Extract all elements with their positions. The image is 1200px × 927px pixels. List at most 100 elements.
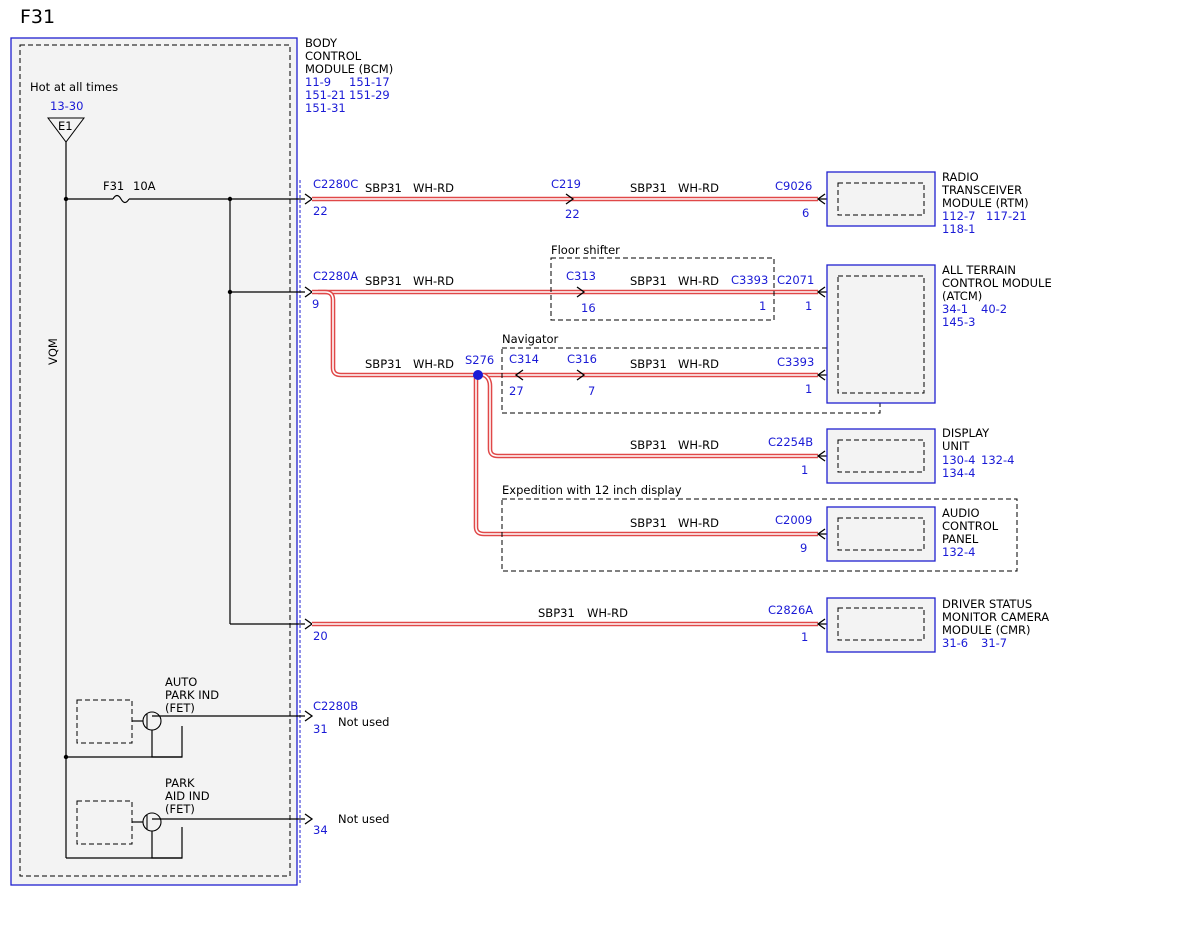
vqm-label: VQM — [46, 338, 60, 365]
c2009-pin: 9 — [800, 541, 807, 555]
cmr-ref-1[interactable]: 31-6 — [942, 636, 968, 650]
wire-circuit-2: SBP31 — [630, 181, 667, 195]
c2254b-pin: 1 — [801, 463, 808, 477]
rtm-ref-3[interactable]: 118-1 — [942, 222, 975, 236]
c314-name[interactable]: C314 — [509, 352, 539, 366]
wire-color-6: WH-RD — [678, 357, 719, 371]
bcm-ref-1[interactable]: 11-9 — [305, 75, 331, 89]
wire-circuit-4: SBP31 — [630, 274, 667, 288]
c3393b-name[interactable]: C3393 — [777, 355, 814, 369]
display-ref-2[interactable]: 132-4 — [981, 453, 1014, 467]
wire-color-8: WH-RD — [678, 516, 719, 530]
splice-s276[interactable] — [473, 370, 483, 380]
navigator-label: Navigator — [502, 332, 559, 346]
wire-circuit-9: SBP31 — [538, 606, 575, 620]
cmr-box — [826, 597, 936, 653]
auto-park-status: Not used — [338, 715, 389, 729]
arrow-c2280c — [304, 193, 314, 205]
cmr-ref-2[interactable]: 31-7 — [981, 636, 1007, 650]
park-aid-label-2: AID IND — [165, 789, 210, 803]
c2826a-name[interactable]: C2826A — [768, 603, 813, 617]
floor-shifter-box — [550, 257, 775, 321]
s276-name[interactable]: S276 — [465, 353, 494, 367]
arrow-c314 — [514, 369, 524, 381]
cmr-name-1: DRIVER STATUS — [942, 597, 1032, 611]
wire-display — [482, 372, 818, 459]
power-ref[interactable]: 13-30 — [50, 99, 83, 113]
wire-acp — [473, 378, 818, 537]
c2280a-name[interactable]: C2280A — [313, 269, 358, 283]
display-name-1: DISPLAY — [942, 426, 990, 440]
page-title: F31 — [20, 6, 55, 28]
atcm-ref-3[interactable]: 145-3 — [942, 315, 975, 329]
auto-park-label-3: (FET) — [165, 701, 195, 715]
cmr-name-3: MODULE (CMR) — [942, 623, 1031, 637]
wire-color-2: WH-RD — [678, 181, 719, 195]
c2280b-pin: 31 — [313, 722, 328, 736]
park-aid-status: Not used — [338, 812, 389, 826]
c2009-name[interactable]: C2009 — [775, 513, 812, 527]
c314-pin: 27 — [509, 384, 524, 398]
cmr-inner — [837, 607, 925, 641]
atcm-ref-2[interactable]: 40-2 — [981, 302, 1007, 316]
wire-circuit-5: SBP31 — [365, 357, 402, 371]
wire-to-splice — [318, 289, 478, 378]
acp-box — [826, 506, 936, 562]
bcm-ref-2[interactable]: 151-17 — [349, 75, 390, 89]
bcm-name-line-3: MODULE (BCM) — [305, 62, 393, 76]
power-terminal-triangle — [47, 117, 85, 143]
c3393a-name[interactable]: C3393 — [731, 273, 768, 287]
park-aid-label-3: (FET) — [165, 802, 195, 816]
c2280c-name[interactable]: C2280C — [313, 177, 358, 191]
cmr-name-2: MONITOR CAMERA — [942, 610, 1049, 624]
atcm-name-3: (ATCM) — [942, 289, 982, 303]
bcm-ref-5[interactable]: 151-31 — [305, 101, 346, 115]
c219-pin: 22 — [565, 207, 580, 221]
acp-name-1: AUDIO — [942, 506, 980, 520]
rtm-box — [826, 171, 936, 227]
c313-name[interactable]: C313 — [566, 269, 596, 283]
c9026-name[interactable]: C9026 — [775, 179, 812, 193]
wire-circuit-1: SBP31 — [365, 181, 402, 195]
bcm34-pin: 34 — [313, 823, 328, 837]
rtm-name-3: MODULE (RTM) — [942, 196, 1029, 210]
arrow-c219 — [565, 193, 575, 205]
bcm-ref-3[interactable]: 151-21 — [305, 88, 346, 102]
atcm-box — [826, 264, 936, 404]
bcm-name-line-2: CONTROL — [305, 49, 362, 63]
rtm-ref-2[interactable]: 117-21 — [986, 209, 1027, 223]
acp-name-2: CONTROL — [942, 519, 999, 533]
arrow-c2280a — [304, 286, 314, 298]
c3393b-pin: 1 — [805, 382, 812, 396]
atcm-name-1: ALL TERRAIN — [942, 263, 1016, 277]
auto-park-label-2: PARK IND — [165, 688, 219, 702]
c2254b-name[interactable]: C2254B — [768, 435, 813, 449]
arrow-c316 — [576, 369, 586, 381]
c2280b-name[interactable]: C2280B — [313, 699, 358, 713]
wire-circuit-7: SBP31 — [630, 438, 667, 452]
arrow-c313 — [576, 286, 586, 298]
acp-inner — [837, 517, 925, 551]
c219-name[interactable]: C219 — [551, 177, 581, 191]
wire-color-4: WH-RD — [678, 274, 719, 288]
c313-pin: 16 — [581, 301, 596, 315]
wire-color-3: WH-RD — [413, 274, 454, 288]
display-ref-3[interactable]: 134-4 — [942, 466, 975, 480]
wire-color-1: WH-RD — [413, 181, 454, 195]
atcm-inner — [837, 275, 925, 394]
bcm-ref-4[interactable]: 151-29 — [349, 88, 390, 102]
bcm-name-line-1: BODY — [305, 36, 338, 50]
rtm-name-1: RADIO — [942, 170, 979, 184]
fuse-symbol — [112, 194, 130, 204]
atcm-name-2: CONTROL MODULE — [942, 276, 1052, 290]
arrow-bcm20 — [304, 618, 314, 630]
c316-name[interactable]: C316 — [567, 352, 597, 366]
atcm-ref-1[interactable]: 34-1 — [942, 302, 968, 316]
c2071-name[interactable]: C2071 — [777, 273, 814, 287]
display-ref-1[interactable]: 130-4 — [942, 453, 975, 467]
rtm-ref-1[interactable]: 112-7 — [942, 209, 975, 223]
auto-park-fet-icon — [142, 711, 162, 731]
acp-ref-1[interactable]: 132-4 — [942, 545, 975, 559]
bcm20-pin: 20 — [313, 629, 328, 643]
